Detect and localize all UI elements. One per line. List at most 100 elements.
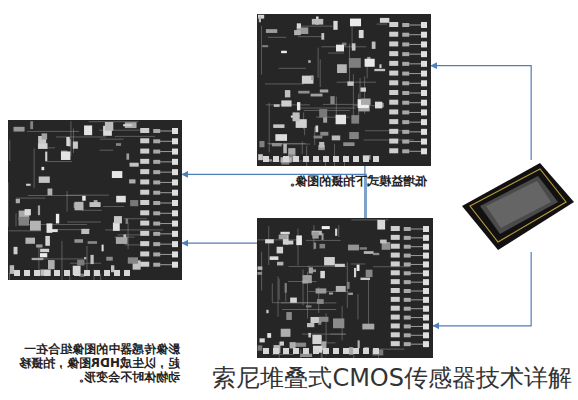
pad xyxy=(153,150,160,154)
die-trace xyxy=(268,37,286,38)
pad xyxy=(140,138,149,143)
die-photo: 影像传感器中的图像组合在一起，以生成HDR图像，拍摄移动物体时不会变形。 xyxy=(8,120,182,280)
die-component xyxy=(365,59,375,67)
die-component xyxy=(266,310,268,313)
die-trace xyxy=(9,273,10,280)
die-trace xyxy=(43,258,83,259)
die-component xyxy=(45,152,47,161)
die-component xyxy=(36,244,42,247)
pad xyxy=(153,170,160,174)
die-component xyxy=(320,132,328,136)
die-component xyxy=(274,104,280,107)
die-component xyxy=(330,96,334,104)
pad xyxy=(423,288,429,294)
pad xyxy=(263,156,269,162)
die-component xyxy=(38,205,40,215)
pad xyxy=(172,159,178,165)
die-trace xyxy=(117,234,140,235)
pad xyxy=(391,297,400,302)
die-component xyxy=(361,87,366,91)
die-component xyxy=(113,223,120,231)
die-component xyxy=(116,196,126,203)
pad xyxy=(404,307,411,311)
die-component xyxy=(283,144,287,154)
die-component xyxy=(364,251,374,254)
pad xyxy=(404,298,411,302)
pad xyxy=(333,348,339,354)
die-component xyxy=(309,267,313,273)
pad xyxy=(391,226,400,231)
die-component xyxy=(14,247,18,254)
pad xyxy=(114,270,120,276)
die-component xyxy=(290,298,297,303)
die-component xyxy=(126,218,129,223)
die-component xyxy=(323,117,327,123)
pad xyxy=(423,235,429,241)
die-trace xyxy=(70,263,101,264)
die-component xyxy=(324,257,335,265)
die-trace xyxy=(298,26,332,27)
die-component xyxy=(75,202,84,210)
pad xyxy=(140,241,149,246)
die-component xyxy=(56,214,59,224)
die-trace xyxy=(69,276,70,280)
die-component xyxy=(322,226,330,229)
die-component xyxy=(277,262,283,266)
die-component xyxy=(285,283,287,293)
die-trace xyxy=(67,191,68,212)
die-trace xyxy=(338,225,339,237)
die-component xyxy=(280,232,289,235)
flow-arrow xyxy=(431,66,531,160)
pad xyxy=(140,179,149,184)
die-photo: 低增益模式下拍摄的图像。 xyxy=(257,14,431,166)
die-component xyxy=(311,75,313,80)
die-component xyxy=(297,23,301,28)
pad xyxy=(404,262,411,266)
die-component xyxy=(38,143,48,149)
pad xyxy=(343,156,349,162)
die-component xyxy=(279,235,288,240)
die-component xyxy=(102,245,104,252)
pad xyxy=(404,245,411,249)
die-component xyxy=(285,90,290,97)
die-component xyxy=(347,282,350,289)
die-component xyxy=(258,154,263,160)
pad xyxy=(283,348,289,354)
pad xyxy=(363,156,369,162)
die-component xyxy=(349,132,359,139)
pad xyxy=(404,324,411,328)
pad xyxy=(421,32,427,38)
pad xyxy=(391,323,400,328)
die-component xyxy=(337,64,347,73)
die-component xyxy=(266,29,277,33)
die-trace xyxy=(330,334,346,335)
pad xyxy=(172,221,178,227)
pad xyxy=(421,61,427,67)
die-trace xyxy=(9,140,10,161)
pad xyxy=(153,129,160,133)
pad xyxy=(153,201,160,205)
pad xyxy=(283,156,289,162)
die-component xyxy=(314,243,316,249)
pad xyxy=(402,23,409,27)
die-component xyxy=(295,343,306,347)
die-component xyxy=(114,216,122,223)
pad xyxy=(421,148,427,154)
die-component xyxy=(329,292,333,294)
die-trace xyxy=(56,136,106,137)
die-component xyxy=(30,221,41,231)
die-trace xyxy=(278,276,279,316)
die-component xyxy=(273,345,280,353)
pad xyxy=(64,270,70,276)
pad xyxy=(172,190,178,196)
die-trace xyxy=(269,103,270,153)
die-illustration xyxy=(257,14,431,166)
pad xyxy=(421,139,427,145)
die-component xyxy=(66,137,69,146)
die-component xyxy=(277,247,283,254)
die-component xyxy=(106,257,112,261)
pad xyxy=(402,33,409,37)
die-component xyxy=(265,239,274,243)
pad xyxy=(389,119,398,124)
die-trace xyxy=(28,195,86,196)
